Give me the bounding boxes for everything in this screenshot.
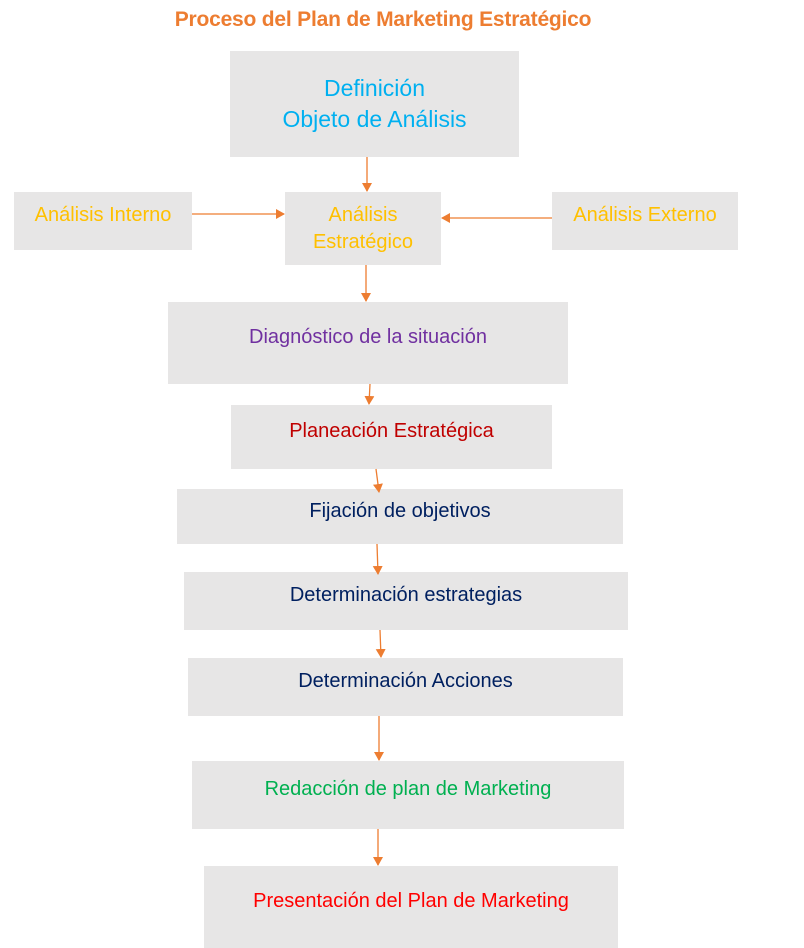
arrow-fijacion-to-estrategias <box>372 543 383 575</box>
node-analisis-estrategico-line1: Análisis <box>328 203 398 226</box>
node-diagnostico: Diagnóstico de la situación <box>168 302 568 384</box>
node-planeacion-label: Planeación Estratégica <box>289 419 494 442</box>
node-presentacion-label: Presentación del Plan de Marketing <box>253 889 569 912</box>
node-analisis-estrategico-line2: Estratégico <box>312 230 414 253</box>
node-definicion: Definición Objeto de Análisis <box>230 51 519 157</box>
node-analisis-estrategico: Análisis Estratégico <box>285 192 441 265</box>
diagram-title: Proceso del Plan de Marketing Estratégic… <box>174 8 592 31</box>
node-redaccion-label: Redacción de plan de Marketing <box>264 777 552 800</box>
node-estrategias-label: Determinación estrategias <box>289 583 523 606</box>
arrow-planeacion-to-fijacion <box>373 468 383 493</box>
node-analisis-externo: Análisis Externo <box>552 192 738 250</box>
arrow-estrategias-to-acciones <box>375 629 386 658</box>
node-analisis-externo-label: Análisis Externo <box>573 203 717 226</box>
node-analisis-interno-label: Análisis Interno <box>34 203 172 226</box>
node-redaccion: Redacción de plan de Marketing <box>192 761 624 829</box>
node-estrategias: Determinación estrategias <box>184 572 628 630</box>
node-presentacion: Presentación del Plan de Marketing <box>204 866 618 948</box>
arrow-diagnostico-to-planeacion <box>364 383 375 405</box>
node-diagnostico-label: Diagnóstico de la situación <box>249 325 487 348</box>
node-fijacion-label: Fijación de objetivos <box>309 500 491 522</box>
node-definicion-line1: Definición <box>324 74 425 101</box>
node-planeacion: Planeación Estratégica <box>231 405 552 469</box>
node-acciones-label: Determinación Acciones <box>298 669 513 692</box>
node-analisis-interno: Análisis Interno <box>14 192 192 250</box>
node-acciones: Determinación Acciones <box>188 658 623 716</box>
node-fijacion: Fijación de objetivos <box>177 489 623 544</box>
node-definicion-line2: Objeto de Análisis <box>282 106 467 132</box>
